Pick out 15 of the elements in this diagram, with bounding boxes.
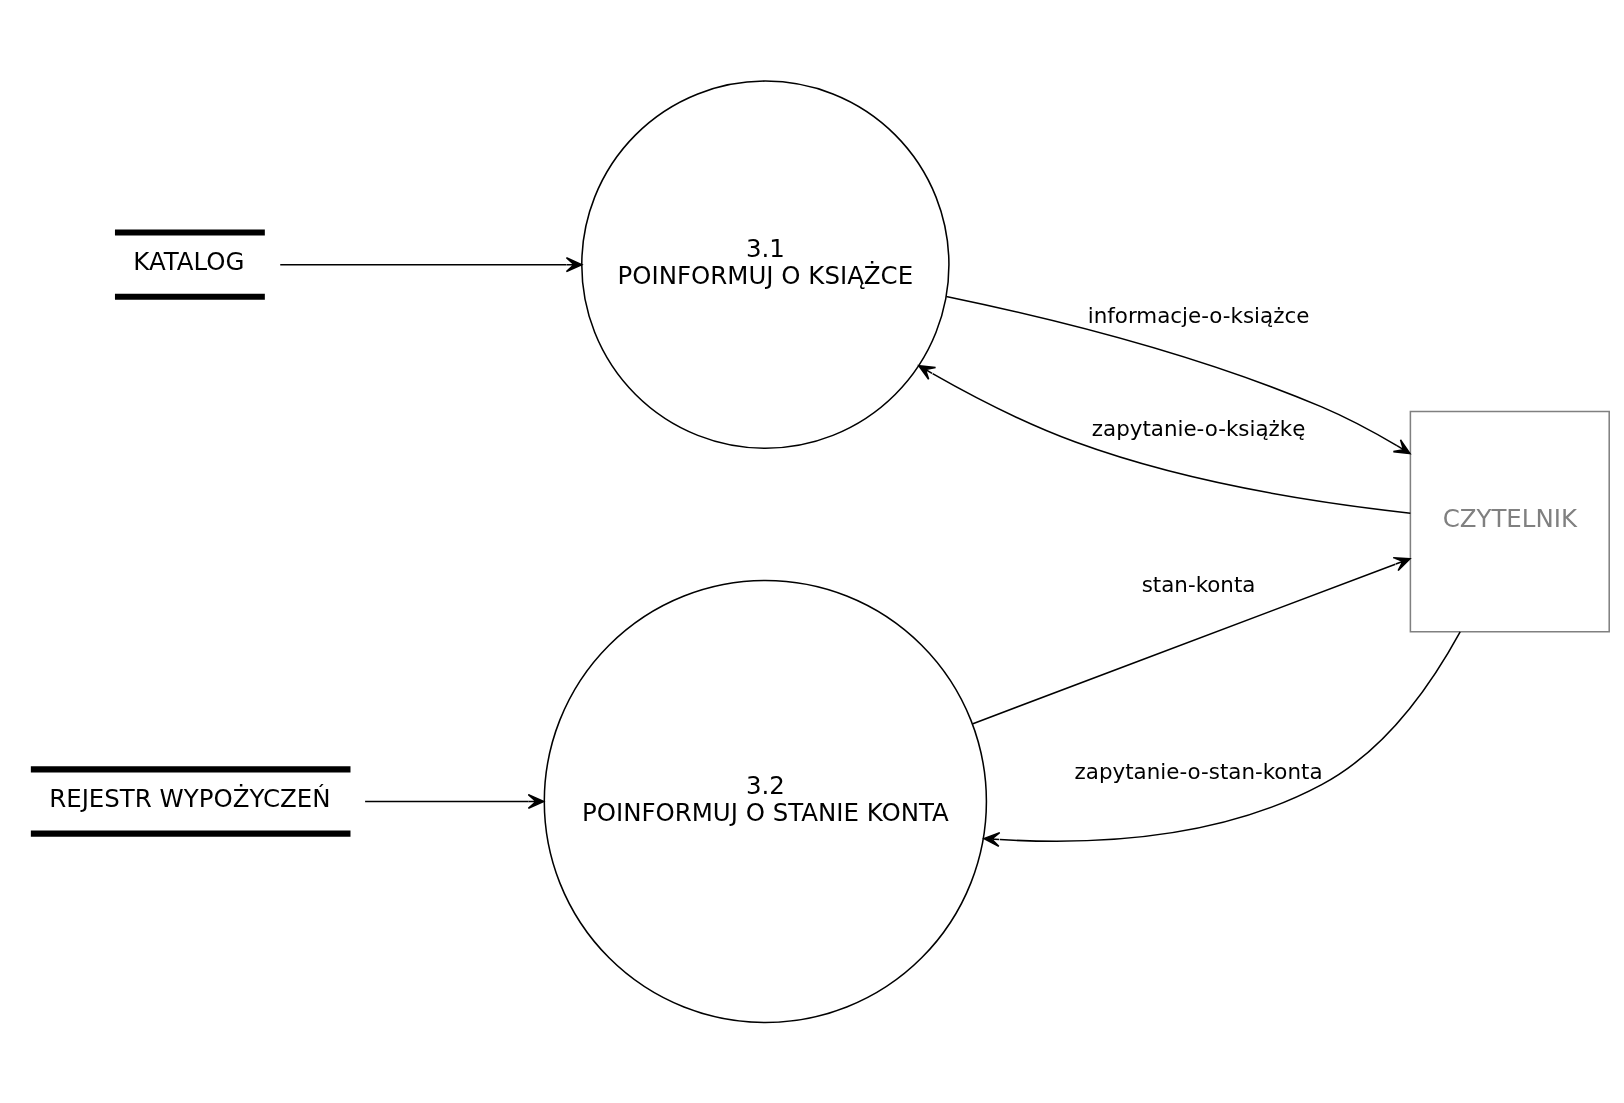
- arrow: [918, 364, 1412, 514]
- edge-label: stan-konta: [1141, 571, 1256, 597]
- edge-label: zapytanie-o-książkę: [1091, 415, 1306, 441]
- arrow: [279, 256, 583, 272]
- node-circle: 3.1 POINFORMUJ O KSIĄŻCE: [581, 79, 950, 449]
- arrow: [972, 556, 1411, 724]
- node-circle: 3.2 POINFORMUJ O STANIE KONTA: [543, 579, 988, 1023]
- arrow: [945, 295, 1411, 454]
- arrow: [983, 630, 1461, 847]
- node-box: CZYTELNIK: [1409, 410, 1610, 632]
- arrow: [364, 793, 545, 809]
- edge-label: zapytanie-o-stan-konta: [1074, 758, 1323, 784]
- node-text: REJESTR WYPOŻYCZEŃ: [49, 783, 331, 813]
- edge-label: informacje-o-książce: [1087, 302, 1310, 328]
- node-text: KATALOG: [133, 246, 245, 276]
